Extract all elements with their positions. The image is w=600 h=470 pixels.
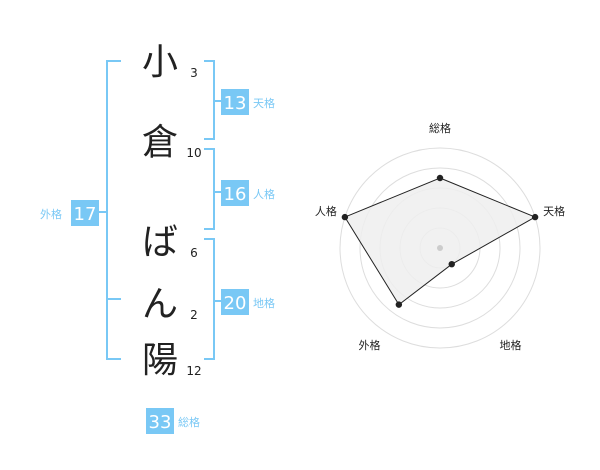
soukaku-badge-box — [146, 408, 174, 434]
tenkaku-value: 13 — [224, 93, 247, 114]
radar-point — [341, 213, 349, 221]
chikaku-value: 20 — [224, 293, 247, 314]
stroke-count-5: 12 — [186, 364, 201, 378]
name-char-2: 倉 — [142, 122, 178, 163]
badge-soukaku: 33 総格 — [146, 408, 200, 434]
radar-ring — [339, 147, 541, 349]
radar-axis-label: 総格 — [429, 121, 451, 135]
radar-axis-label: 地格 — [500, 338, 522, 352]
soukaku-label: 総格 — [178, 415, 200, 429]
name-char-4: ん — [142, 284, 178, 325]
name-characters: 小 倉 ば ん 陽 — [142, 42, 178, 381]
tenkaku-bracket — [204, 60, 215, 140]
radar-points — [341, 174, 539, 308]
radar-point — [531, 213, 539, 221]
badge-chikaku: 20 地格 — [221, 289, 275, 315]
name-char-1: 小 — [142, 42, 178, 83]
stroke-count-2: 10 — [186, 146, 201, 160]
chikaku-bracket — [204, 238, 215, 360]
tenkaku-badge-box — [221, 89, 249, 115]
radar-axis-label: 人格 — [315, 204, 337, 218]
radar-ring — [359, 167, 521, 329]
badge-gaikaku: 外格 17 — [40, 200, 99, 226]
jinkaku-value: 16 — [224, 184, 247, 205]
tenkaku-label: 天格 — [253, 96, 275, 110]
chikaku-label: 地格 — [253, 296, 275, 310]
radar-point — [395, 301, 403, 308]
soukaku-value: 33 — [149, 412, 172, 433]
badge-tenkaku: 13 天格 — [221, 89, 275, 115]
stroke-counts: 3 10 6 2 12 — [186, 66, 201, 378]
stroke-count-3: 6 — [190, 246, 198, 260]
jinkaku-badge-box — [221, 180, 249, 206]
name-char-5: 陽 — [142, 340, 178, 381]
radar-axis-label: 外格 — [359, 338, 381, 352]
radar-polygon — [344, 177, 537, 306]
gaikaku-bracket — [106, 60, 121, 360]
radar-point — [448, 260, 455, 268]
chikaku-badge-box — [221, 289, 249, 315]
gaikaku-value: 17 — [74, 204, 97, 225]
brackets — [97, 60, 224, 360]
radar-center-dot — [437, 245, 443, 251]
radar-point — [436, 174, 444, 182]
stroke-count-4: 2 — [190, 308, 198, 322]
stroke-count-1: 3 — [190, 66, 198, 80]
gaikaku-badge-box — [71, 200, 99, 226]
name-char-3: ば — [142, 222, 178, 263]
jinkaku-bracket — [204, 148, 215, 230]
gaikaku-label: 外格 — [40, 207, 62, 221]
radar-axis-label: 天格 — [543, 204, 565, 218]
jinkaku-label: 人格 — [253, 187, 275, 201]
badge-jinkaku: 16 人格 — [221, 180, 275, 206]
